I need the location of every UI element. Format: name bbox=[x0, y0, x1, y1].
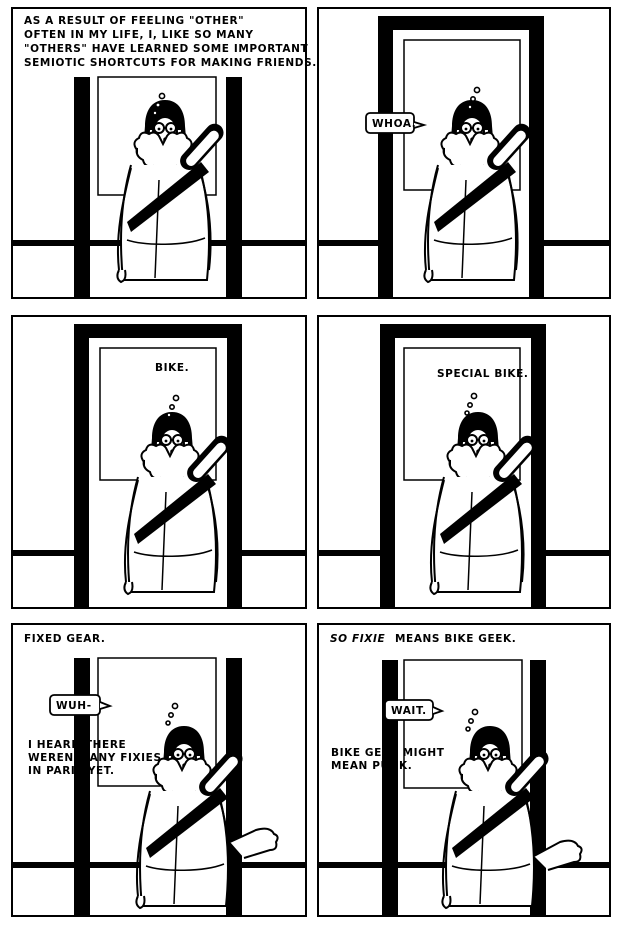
thought-line: IN PARIS YET. bbox=[28, 765, 115, 777]
thought-line: WEREN'T ANY FIXIES bbox=[28, 752, 162, 764]
caption-line: SEMIOTIC SHORTCUTS FOR MAKING FRIENDS. bbox=[24, 57, 317, 69]
speech-balloon: WAIT. bbox=[384, 699, 445, 721]
thought-line: BIKE GEEK MIGHT bbox=[331, 747, 445, 759]
panel-1: AS A RESULT OF FEELING "OTHER" OFTEN IN … bbox=[11, 7, 317, 299]
caption-text: MEANS BIKE GEEK. bbox=[395, 633, 516, 645]
caption-line: AS A RESULT OF FEELING "OTHER" bbox=[24, 15, 244, 27]
panel-6: SO FIXIE MEANS BIKE GEEK. WAIT. BIKE GEE… bbox=[317, 623, 611, 917]
caption-line: OFTEN IN MY LIFE, I, LIKE SO MANY bbox=[24, 29, 254, 41]
thought-line: MEAN PUNK. bbox=[331, 760, 412, 772]
panel-5: FIXED GEAR. WUH- I HEARD THERE WEREN'T A… bbox=[11, 623, 307, 917]
speech-balloon: WHOA. bbox=[365, 112, 428, 134]
speech-text: WHOA. bbox=[372, 118, 416, 130]
speech-text: WAIT. bbox=[391, 705, 427, 717]
panel-3: BIKE. bbox=[11, 315, 307, 609]
speech-balloon: WUH- bbox=[49, 694, 113, 716]
panel-4: SPECIAL BIKE. bbox=[317, 315, 611, 609]
panel-2: WHOA. bbox=[317, 7, 611, 299]
caption-emphasis: FIXIE bbox=[352, 633, 385, 645]
caption-line: "OTHERS" HAVE LEARNED SOME IMPORTANT bbox=[24, 43, 308, 55]
thought-text: BIKE. bbox=[155, 362, 189, 374]
caption-text: FIXED GEAR. bbox=[24, 633, 106, 645]
caption-text: SO bbox=[330, 633, 348, 645]
thought-line: I HEARD THERE bbox=[28, 739, 126, 751]
speech-text: WUH- bbox=[56, 700, 92, 712]
thought-text: SPECIAL BIKE. bbox=[437, 368, 529, 380]
